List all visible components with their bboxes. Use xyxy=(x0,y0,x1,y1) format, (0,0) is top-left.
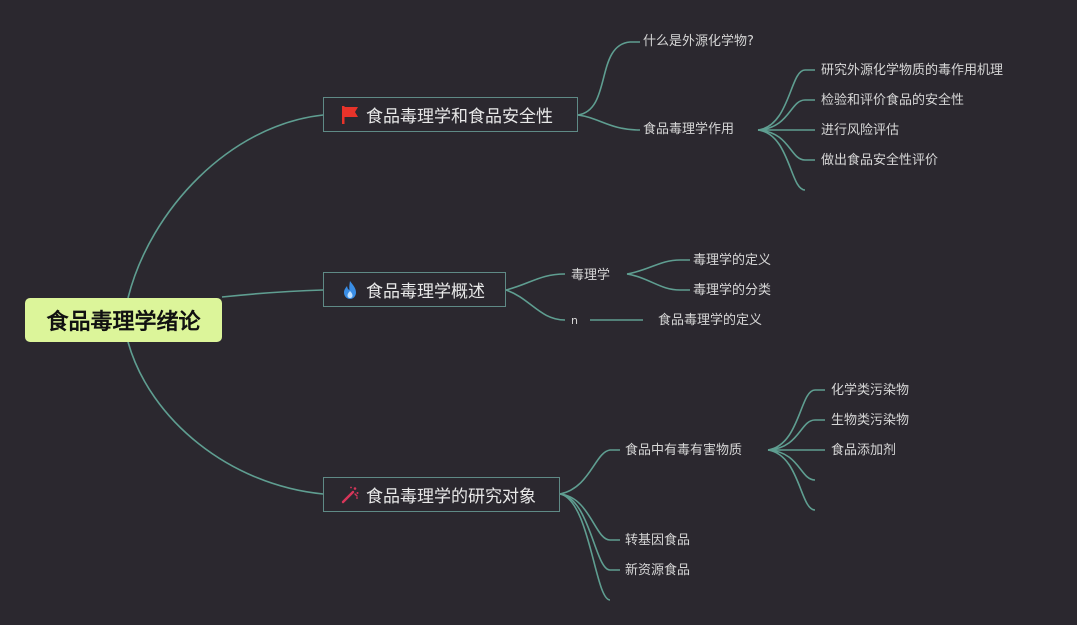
branch-label: 食品毒理学概述 xyxy=(366,282,485,302)
branch-label: 食品毒理学和食品安全性 xyxy=(366,107,553,127)
branch-research-objects[interactable]: 食品毒理学的研究对象 xyxy=(323,477,560,512)
link-b2c1-g1 xyxy=(626,259,690,275)
branch-food-toxicology-and-safety[interactable]: 食品毒理学和食品安全性 xyxy=(323,97,578,132)
link-b1c2-g5 xyxy=(757,129,806,191)
node-n[interactable]: n xyxy=(571,314,578,327)
node-chemical-contaminants[interactable]: 化学类污染物 xyxy=(831,383,910,398)
node-food-additives[interactable]: 食品添加剂 xyxy=(831,443,897,458)
link-b3c1-g1 xyxy=(767,389,825,451)
link-root-branch-1 xyxy=(127,114,324,299)
link-b3c1-g4 xyxy=(767,449,816,481)
link-b3-c2 xyxy=(559,493,620,541)
red-flag-icon xyxy=(340,105,360,125)
link-b2-c1 xyxy=(505,273,566,291)
node-food-toxicology-role[interactable]: 食品毒理学作用 xyxy=(643,122,735,137)
branch-label: 食品毒理学的研究对象 xyxy=(366,487,536,507)
node-food-toxicology-definition[interactable]: 食品毒理学的定义 xyxy=(658,313,763,328)
link-b3-c3 xyxy=(559,493,620,571)
node-toxicology-classification[interactable]: 毒理学的分类 xyxy=(693,283,772,298)
link-b1-c1 xyxy=(577,41,640,116)
node-study-mechanism[interactable]: 研究外源化学物质的毒作用机理 xyxy=(821,63,1004,78)
node-test-evaluate-safety[interactable]: 检验和评价食品的安全性 xyxy=(821,93,965,108)
link-b3c1-g2 xyxy=(767,419,825,451)
node-gm-food[interactable]: 转基因食品 xyxy=(625,533,691,548)
node-toxic-harmful-substances[interactable]: 食品中有毒有害物质 xyxy=(625,443,743,458)
node-toxicology[interactable]: 毒理学 xyxy=(571,268,611,283)
link-b3-c1 xyxy=(559,449,620,495)
link-b1c2-g4 xyxy=(757,129,815,161)
node-safety-evaluation[interactable]: 做出食品安全性评价 xyxy=(821,153,939,168)
link-b3-c4 xyxy=(559,493,611,601)
branch-food-toxicology-overview[interactable]: 食品毒理学概述 xyxy=(323,272,506,307)
node-toxicology-definition[interactable]: 毒理学的定义 xyxy=(693,253,772,268)
root-topic[interactable]: 食品毒理学绪论 xyxy=(25,298,222,342)
node-biological-contaminants[interactable]: 生物类污染物 xyxy=(831,413,910,428)
link-root-branch-3 xyxy=(127,341,324,495)
link-b3c1-g5 xyxy=(767,449,816,511)
link-b1c2-g2 xyxy=(757,99,815,131)
node-novel-food[interactable]: 新资源食品 xyxy=(625,563,691,578)
link-b2c1-g2 xyxy=(626,273,690,291)
link-root-branch-2 xyxy=(221,289,324,298)
magic-wand-icon xyxy=(340,485,360,505)
link-b2-c2 xyxy=(505,289,566,321)
node-risk-assessment[interactable]: 进行风险评估 xyxy=(821,123,900,138)
link-b1-c2 xyxy=(577,114,641,131)
link-b1c2-g1 xyxy=(757,69,815,131)
node-what-are-xenobiotics[interactable]: 什么是外源化学物? xyxy=(643,34,754,49)
blue-flame-icon xyxy=(340,280,360,300)
